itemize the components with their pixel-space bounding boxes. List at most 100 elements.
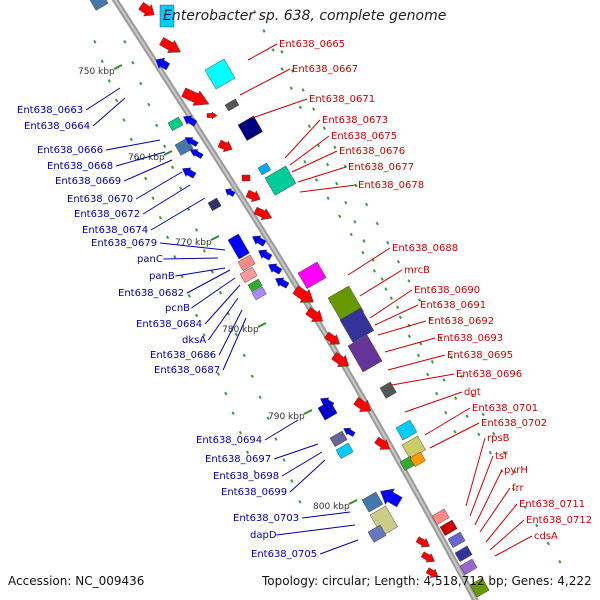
track-dot — [430, 360, 434, 364]
gene-arrow — [324, 331, 340, 345]
gene-arrow — [420, 551, 435, 563]
forward-gene — [420, 551, 435, 563]
forward-gene-label: Ent638_0702 — [481, 418, 547, 429]
track-dot — [453, 396, 458, 400]
track-dot — [218, 290, 223, 295]
track-dot — [384, 287, 388, 291]
forward-gene-label: Ent638_0701 — [472, 403, 538, 414]
label-leader-line — [291, 150, 338, 173]
track-dot — [122, 118, 126, 122]
track-dot — [326, 196, 330, 200]
forward-gene — [159, 4, 175, 28]
track-dot — [280, 49, 284, 54]
reverse-gene — [275, 277, 290, 289]
forward-gene-label: Ent638_0665 — [279, 39, 345, 50]
label-leader-line — [469, 455, 494, 517]
track-dot — [165, 235, 170, 240]
reverse-gene — [343, 427, 356, 437]
label-leader-line — [494, 535, 533, 557]
track-dot — [290, 479, 294, 483]
forward-gene — [447, 531, 466, 548]
track-dot — [425, 372, 430, 377]
gene-arrow — [305, 307, 323, 322]
forward-gene — [245, 189, 261, 203]
forward-gene-label: Ent638_0693 — [437, 333, 503, 344]
track-dot — [210, 270, 214, 274]
reverse-gene — [335, 442, 354, 459]
forward-gene-label: rpsB — [487, 433, 510, 444]
track-dot — [386, 240, 390, 245]
track-dot — [535, 523, 539, 528]
track-dot — [407, 279, 411, 283]
track-dot — [216, 372, 221, 376]
track-dot — [398, 315, 402, 320]
reverse-gene — [227, 233, 250, 260]
track-dot — [290, 69, 295, 73]
gene-block — [257, 162, 271, 176]
label-leader-line — [369, 289, 413, 319]
forward-gene — [459, 558, 478, 575]
track-dot — [253, 10, 257, 14]
track-dot — [301, 88, 305, 92]
forward-gene — [331, 352, 349, 367]
reverse-gene-label: dapD — [250, 530, 277, 541]
gene-arrow — [343, 427, 356, 437]
label-leader-line — [302, 511, 351, 519]
gene-block — [241, 174, 251, 182]
track-dot — [298, 105, 302, 110]
track-dot — [242, 353, 246, 358]
forward-gene — [305, 307, 323, 322]
forward-gene — [241, 174, 251, 182]
reverse-gene — [258, 249, 273, 261]
track-dot — [523, 505, 527, 510]
track-dot — [558, 560, 562, 564]
forward-gene — [204, 58, 236, 90]
reverse-gene-label: Ent638_0684 — [136, 319, 202, 330]
track-dot — [344, 200, 348, 205]
gene-arrow — [258, 249, 273, 261]
track-dot — [389, 296, 393, 300]
forward-gene — [324, 331, 340, 345]
forward-gene — [347, 334, 383, 373]
gene-block — [361, 491, 384, 513]
track-dot — [266, 416, 270, 420]
gene-arrow — [182, 167, 197, 179]
forward-gene — [469, 577, 490, 598]
label-leader-line — [218, 309, 243, 356]
label-leader-line — [273, 443, 319, 460]
track-dot — [224, 391, 228, 396]
gene-block — [335, 442, 354, 459]
forward-gene — [292, 285, 314, 303]
track-dot — [151, 196, 155, 200]
reverse-gene-label: Ent638_0698 — [213, 471, 279, 482]
track-dot — [100, 59, 104, 64]
track-dot — [546, 541, 550, 546]
forward-gene-label: Ent638_0711 — [519, 499, 585, 510]
gene-arrow — [425, 567, 439, 578]
track-dot — [435, 391, 439, 396]
label-leader-line — [186, 269, 231, 294]
forward-gene — [264, 165, 297, 196]
track-dot — [194, 228, 199, 232]
label-leader-line — [424, 407, 471, 436]
label-leader-line — [85, 87, 121, 111]
track-dot — [470, 393, 475, 398]
label-leader-line — [175, 267, 226, 277]
track-dot — [322, 126, 326, 130]
gene-block — [367, 524, 387, 543]
label-leader-line — [319, 539, 359, 555]
label-leader-line — [384, 337, 436, 353]
track-dot — [481, 412, 485, 417]
forward-gene-label: mrcB — [404, 265, 430, 276]
track-dot — [312, 107, 316, 111]
track-dot — [513, 470, 517, 474]
track-dot — [238, 430, 243, 435]
ruler-tick — [210, 235, 220, 241]
forward-gene-label: Ent638_0696 — [456, 369, 522, 380]
track-dot — [333, 145, 337, 150]
gene-arrow — [183, 115, 198, 127]
forward-gene — [206, 111, 218, 120]
gene-block — [237, 115, 263, 141]
gene-block — [297, 261, 327, 289]
